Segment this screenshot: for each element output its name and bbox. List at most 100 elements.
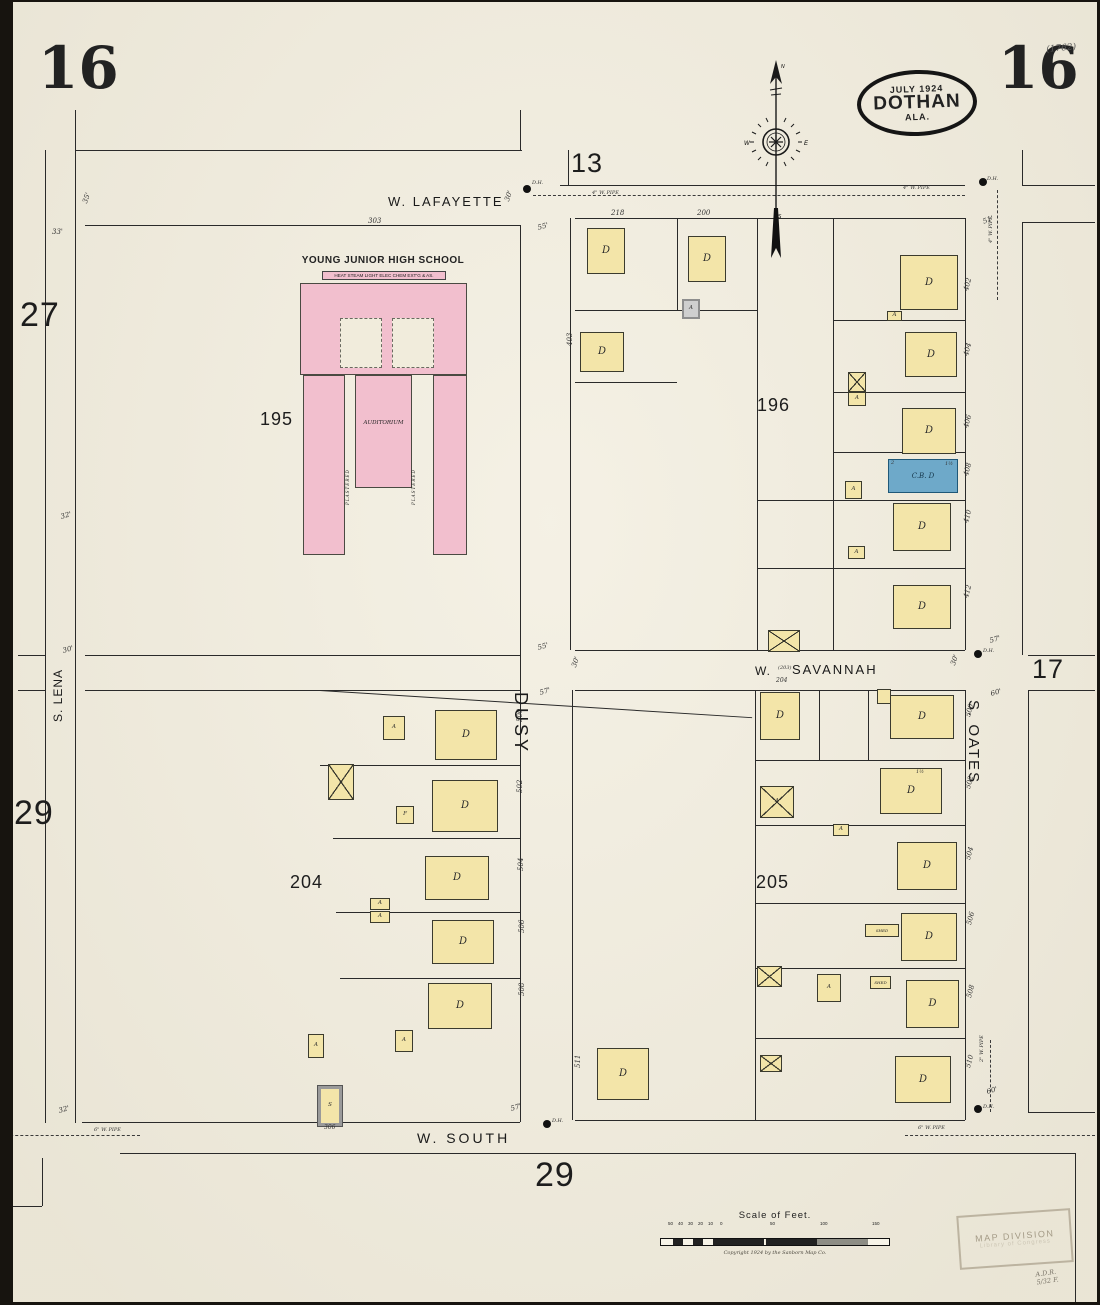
lot-line: [572, 690, 573, 1120]
map-annotation: D.H.: [532, 180, 544, 186]
lot-line: [75, 150, 522, 151]
map-annotation: 57': [538, 686, 552, 697]
compass-west-label: W: [744, 141, 751, 147]
scale-tick-label: 150: [872, 1221, 880, 1226]
school-services-label: HEAT STEAM LIGHT ELEC CHEM EXT'G & AS.: [322, 271, 446, 281]
block-number-196: 196: [757, 395, 791, 415]
map-annotation: 511: [574, 1054, 582, 1068]
map-annotation: 4" W. PIPE: [988, 216, 994, 243]
fire-hydrant-dot: [523, 185, 531, 193]
building-dwelling: D: [880, 768, 942, 814]
lot-line: [819, 690, 820, 760]
lot-line: [18, 690, 45, 691]
block-number-195: 195: [260, 409, 294, 429]
school-west-wing: [303, 375, 345, 555]
building-dwelling: D: [435, 710, 497, 760]
building-stable: A: [760, 786, 794, 818]
lot-line: [755, 690, 756, 1120]
lot-line: [85, 655, 520, 656]
lot-line: [1075, 1153, 1076, 1305]
scan-edge-top: [13, 0, 1100, 2]
building-dwelling: D: [905, 332, 957, 377]
stamp-city: DOTHAN: [873, 90, 961, 115]
building-type-letter: SHED: [875, 927, 889, 933]
compass-rose-icon: W E N S: [744, 60, 809, 258]
map-annotation: 60': [985, 1085, 999, 1096]
block-number-29: 29: [14, 794, 54, 832]
map-annotation: 306: [324, 1124, 336, 1131]
school-east-wing: [433, 375, 467, 555]
school-name-label: YOUNG JUNIOR HIGH SCHOOL: [301, 255, 465, 266]
school-auditorium-label: AUDITORIUM: [363, 420, 404, 426]
building-stable: [768, 630, 800, 652]
fire-hydrant-dot: [979, 178, 987, 186]
building-dwelling: D: [890, 695, 954, 739]
block-number-205: 205: [756, 872, 790, 892]
map-annotation: 412: [962, 583, 974, 599]
lot-line: [568, 150, 569, 185]
building-auto-garage: A: [682, 299, 700, 319]
map-annotation: 508: [965, 983, 977, 999]
building-type-letter: A: [378, 900, 382, 907]
building-type-letter: SHED: [874, 979, 887, 985]
building-type-letter: D: [597, 346, 607, 357]
lot-line: [755, 825, 965, 826]
map-annotation: 303: [368, 217, 382, 225]
map-annotation: 508: [518, 982, 526, 996]
street-label-dusy: DUSY: [511, 692, 531, 755]
map-annotation: 506: [965, 910, 977, 926]
building-outbuilding: A: [395, 1030, 413, 1052]
lot-line: [520, 225, 521, 1122]
lot-line: [755, 760, 965, 761]
street-label-savannah: SAVANNAH: [792, 662, 878, 677]
copyright-line: Copyright 1924 by the Sanborn Map Co.: [723, 1250, 827, 1256]
scale-tick-label: 10: [708, 1221, 714, 1226]
map-annotation: 35': [81, 191, 93, 205]
building-type-letter: D: [926, 348, 936, 360]
lot-line: [45, 150, 46, 1123]
scale-tick-label: 50: [668, 1221, 674, 1226]
lot-line: [1028, 1112, 1095, 1113]
lot-line: [755, 903, 965, 904]
map-annotation: D.H.: [552, 1118, 564, 1124]
lot-line: [1022, 185, 1095, 186]
street-label-w-south: W. SOUTH: [417, 1130, 511, 1146]
water-pipe-line: [990, 1040, 991, 1112]
building-dwelling: D: [900, 255, 958, 310]
school-plastered-label: PLASTERED: [345, 469, 350, 505]
pencil-annotation: A.D.R. 5/32 F.: [1035, 1268, 1059, 1288]
scan-edge-left: [0, 0, 13, 1305]
street-label-s-oates: S. OATES: [965, 700, 982, 785]
sheet-number-right: 16: [998, 34, 1079, 102]
school-plastered-label: PLASTERED: [411, 469, 416, 505]
lot-line: [336, 912, 520, 913]
map-annotation: D.H.: [987, 176, 999, 182]
building-type-letter: D: [917, 601, 927, 612]
building-outbuilding: A: [845, 481, 862, 499]
lot-line: [75, 150, 76, 1123]
school-courtyard: [340, 318, 382, 368]
lot-line: [833, 452, 965, 453]
building-dwelling: D: [428, 983, 492, 1029]
sheet-number-left: 16: [38, 34, 119, 102]
building-type-letter: S: [328, 1102, 332, 1109]
scale-tick-label: 100: [820, 1221, 828, 1226]
lot-line: [340, 978, 520, 979]
block-number-17: 17: [1032, 654, 1065, 684]
building-type-letter: D: [917, 521, 927, 532]
map-annotation: 403: [566, 332, 574, 346]
map-annotation: 55': [536, 641, 550, 652]
block-number-27: 27: [20, 296, 60, 334]
water-pipe-line: [905, 1135, 1095, 1136]
compass-north-label: N: [781, 64, 785, 70]
building-type-letter: C.B. D: [911, 471, 935, 480]
map-annotation: 404: [962, 341, 974, 357]
building-type-letter: D: [775, 710, 785, 721]
water-pipe-line: [0, 1135, 140, 1136]
scale-bar-ruler: [660, 1238, 890, 1246]
compass-south-label: S: [778, 214, 782, 220]
fire-hydrant-dot: [543, 1120, 551, 1128]
lot-line: [560, 185, 965, 186]
building-dwelling: D: [760, 692, 800, 740]
